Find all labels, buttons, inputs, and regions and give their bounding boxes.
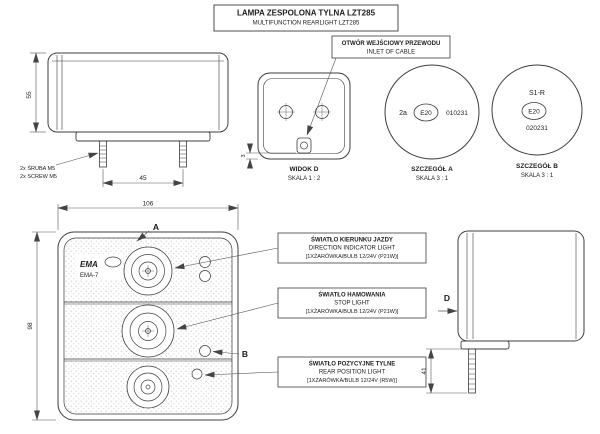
position-callout-pl: ŚWIATŁO POZYCYJNE TYLNE [309,361,396,368]
view-d-name: WIDOK D [290,166,319,173]
brand-model: EMA-7 [80,273,99,279]
front-view [57,231,239,421]
side-view-right [457,230,585,394]
dim-front-width [57,204,239,230]
direction-callout-bulb: [1XŻARÓWKA/BULB 12/24V (P21W)] [306,253,399,260]
inlet-callout-leader [306,57,337,136]
page-subtitle: MULTIFUNCTION REARLIGHT LZT285 [253,21,360,27]
detail-a-prefix: 2a [399,110,407,117]
stop-lens-rings [121,304,175,358]
screws-note-line1: 2x ŚRUBA M5 [20,164,55,172]
marker-a: A [153,222,159,232]
dim-side-height [30,52,46,133]
detail-b-mark: E20 [528,109,540,116]
screws-note-line2: 2x SCREW M5 [20,174,57,180]
dim-front-height-label: 98 [27,322,34,330]
dim-inlet [246,143,296,169]
inlet-callout-box: OTWÓR WEJŚCIOWY PRZEWODU INLET OF CABLE [331,35,451,59]
cert-mark-icon [199,270,211,282]
inlet-callout-line2: INLET OF CABLE [367,50,415,56]
screws-note-leader [55,152,99,166]
detail-a-name: SZCZEGÓŁ A [411,164,453,173]
dim-side-height-label: 55 [26,91,33,99]
brand-badge [76,254,122,280]
e-mark-oval-b [521,102,547,120]
marker-b: B [242,349,248,359]
e-mark-oval-a [413,103,439,122]
position-callout-en: REAR POSITION LIGHT [319,370,386,376]
detail-b-category: S1-R [529,90,545,97]
detail-a: 2a E20 010231 SZCZEGÓŁ A SKALA 3 : 1 [384,64,480,182]
inlet-callout-line1: OTWÓR WEJŚCIOWY PRZEWODU [342,39,441,47]
cert-mark-icon [199,345,211,357]
direction-callout-box: ŚWIATŁO KIERUNKU JAZDY DIRECTION INDICAT… [277,232,427,264]
screw-bottom-icon [468,348,476,394]
dim-screw-spacing-label: 45 [139,175,147,182]
dim-screw-spacing [102,169,184,187]
detail-a-mark: E20 [420,110,432,117]
cert-mark-icon [191,368,203,380]
side-view-top [47,52,229,168]
direction-callout-leader [174,247,279,270]
position-callout-bulb: [1XŻARÓWKA/BULB 12/24V (R5W)] [307,377,397,384]
dim-screw-length [426,348,467,394]
position-lens-rings [126,365,170,409]
detail-a-scale: SKALA 3 : 1 [416,176,449,182]
title-box: LAMPA ZESPOLONA TYLNA LZT285 MULTIFUNCTI… [213,4,399,32]
page-title: LAMPA ZESPOLONA TYLNA LZT285 [237,9,376,18]
detail-b-number: 020231 [526,125,548,132]
stop-callout-leader [176,302,279,330]
position-callout-box: ŚWIATŁO POZYCYJNE TYLNE REAR POSITION LI… [277,356,427,388]
dim-front-height [32,231,56,421]
screw-left-icon [99,140,107,168]
direction-callout-en: DIRECTION INDICATOR LIGHT [309,246,396,252]
cable-inlet-icon [296,137,312,154]
view-d-scale: SKALA 1 : 2 [288,176,321,182]
position-callout-leader [204,371,279,378]
direction-lens-rings [123,246,173,296]
detail-a-number: 010231 [446,110,468,117]
stop-callout-box: ŚWIATŁO HAMOWANIA STOP LIGHT [1XŻARÓWKA/… [277,287,427,319]
screw-right-icon [179,140,187,168]
detail-b-name: SZCZEGÓŁ B [516,161,558,170]
dim-front-width-label: 106 [143,201,154,208]
marker-d: D [444,293,450,303]
detail-b: S1-R E20 020231 SZCZEGÓŁ B SKALA 3 : 1 [491,64,583,179]
dim-inlet-label: 3 [241,154,247,157]
marker-a-leader [136,230,150,242]
stop-callout-en: STOP LIGHT [334,301,370,307]
brand-name: EMA [80,260,98,269]
direction-callout-pl: ŚWIATŁO KIERUNKU JAZDY [311,237,393,244]
dim-screw-length-label: 41 [421,367,428,375]
back-view [257,72,351,160]
detail-b-scale: SKALA 3 : 1 [521,173,554,179]
stop-callout-pl: ŚWIATŁO HAMOWANIA [318,292,386,299]
stop-callout-bulb: [1XŻARÓWKA/BULB 12/24V (P21W)] [306,308,399,315]
marker-b-leader [212,349,240,356]
